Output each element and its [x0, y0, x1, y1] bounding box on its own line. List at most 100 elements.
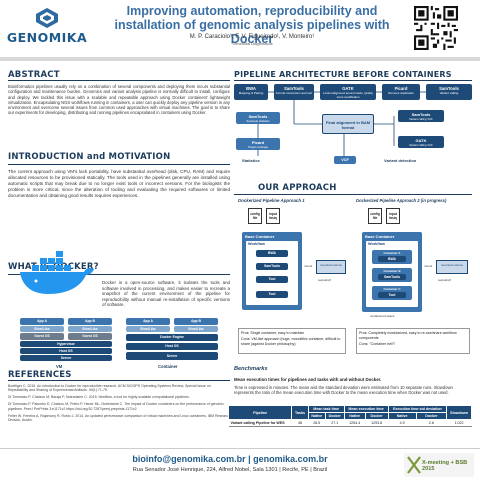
- a2-workflow-box: Workflow Container A BWA Container B Sam…: [366, 241, 418, 307]
- ct-app-a: App A: [126, 318, 170, 325]
- arch-step-desc: Variant calling VCF: [409, 116, 433, 121]
- vm-label: VM: [56, 364, 63, 369]
- a2-container-c-label: Container C: [383, 286, 401, 291]
- a2-workflow-label: Workflow: [368, 242, 386, 246]
- a2-pros: Pros: Completely modularized, easy to re…: [359, 331, 457, 340]
- intro-heading: INTRODUCTION and MOTIVATION: [8, 152, 171, 162]
- a1-mounted-volume: mounted volume: [316, 260, 346, 274]
- footer-address: Rua Senador José Henrique, 224, Alfred N…: [132, 467, 328, 473]
- ct-server: Server: [126, 352, 218, 360]
- arch-step-desc: Local realignment around indels, Quality…: [323, 91, 373, 99]
- arch-detection-label: Variant detection: [384, 158, 417, 163]
- poster-header: GENOMIKA Improving automation, reproduci…: [0, 0, 480, 56]
- vm-diagram: App A App B Bins/Libs Bins/Libs Guest OS…: [16, 318, 116, 362]
- ct-docker-engine: Docker Engine: [126, 334, 218, 341]
- poster-footer: bioinfo@genomika.com.br | genomika.com.b…: [0, 448, 480, 480]
- arch-step-desc: Variant calling VCF: [409, 142, 433, 147]
- subcol-docker: Docker: [415, 412, 448, 420]
- arch-side-samtools: SamTools Samtools statistics: [236, 112, 280, 124]
- col-mean-task-time: Mean task time: [307, 405, 345, 413]
- benchmark-table: Pipeline Tasks Mean task time Mean execu…: [227, 405, 472, 428]
- benchmarks-subtitle: Mean execution times for pipelines and t…: [234, 377, 382, 382]
- col-exec-std: Execution time std deviation: [387, 405, 448, 413]
- subcol-docker: Docker: [324, 412, 345, 420]
- a1-output-vcf: output/vcf: [318, 278, 332, 282]
- table-row: Variant calling Pipeline for WES 48 26.5…: [228, 419, 472, 428]
- abstract-heading: ABSTRACT: [8, 70, 60, 80]
- cell-value: 1254.4: [344, 419, 366, 428]
- a1-workflow-label: Workflow: [248, 242, 266, 246]
- subcol-native: Native: [387, 412, 417, 420]
- a2-bwa: BWA: [378, 256, 406, 262]
- reference-item: Di Tommaso P, Chatzou M, Baraja P, Notre…: [8, 395, 190, 400]
- arch-final-bam: Final alignment in BAM format: [322, 114, 374, 134]
- intro-text: The current approach using VM's lack por…: [8, 169, 230, 198]
- a2-container-b-label: Container B: [383, 268, 401, 273]
- a2-containered-space: containered space: [370, 314, 395, 318]
- architecture-heading: PIPELINE ARCHITECTURE BEFORE CONTAINERS: [234, 70, 452, 79]
- ct-app-b: App B: [174, 318, 218, 325]
- a1-base-label: Base Container: [245, 233, 275, 239]
- a1-base-container: Base Container Workflow BWA SamTools Too…: [242, 232, 302, 310]
- col-tasks: Tasks: [291, 405, 309, 420]
- references-list: Boettiger C. 2015. An introduction to Do…: [8, 384, 230, 422]
- arch-step-name: Picard: [251, 139, 265, 145]
- arch-step-desc: Target coverage: [247, 144, 269, 149]
- qr-code-icon[interactable]: [414, 6, 458, 50]
- arch-step-desc: Mapping & Pairing: [238, 91, 264, 95]
- cell-slowdown: 1.022: [446, 419, 472, 428]
- a2-mount-label: mount: [424, 264, 433, 268]
- arch-step-name: GATK: [415, 137, 427, 143]
- col-mean-exec-time: Mean execution time: [343, 405, 389, 413]
- benchmarks-heading: Benchmarks: [234, 366, 268, 372]
- vm-bins-b: Bins/Libs: [68, 326, 112, 332]
- a1-config-file: config file: [248, 208, 262, 224]
- approach-rule: [234, 194, 472, 195]
- cell-value: 26.5: [308, 419, 326, 428]
- subcol-docker: Docker: [364, 412, 389, 420]
- docker-rule: [8, 274, 230, 275]
- a1-pros: Pros: Single container, easy to maintain: [241, 331, 305, 335]
- col-slowdown: Slowdown: [446, 405, 472, 420]
- cell-value: 27.1: [325, 419, 345, 428]
- a1-tool-2: Tool: [256, 291, 288, 298]
- approach1-proscons: Pros: Single container, easy to maintain…: [238, 328, 346, 354]
- ct-host-os: Host OS: [126, 343, 218, 350]
- col-pipeline: Pipeline: [227, 405, 293, 420]
- vm-app-a: App A: [20, 318, 64, 325]
- subcol-native: Native: [307, 412, 326, 420]
- arch-step-desc: Variant calling: [439, 91, 459, 95]
- approach1-diagram: config file input fastq Base Container W…: [238, 206, 348, 324]
- a1-mount-label: mount: [304, 264, 313, 268]
- docker-text: Docker is a open-source software, it iso…: [102, 280, 230, 308]
- arch-samtools-vcf: SamTools Variant calling VCF: [398, 110, 444, 122]
- ct-bins-a: Bins/Libs: [126, 326, 170, 332]
- vm-guest-os-b: Guest OS: [68, 333, 112, 340]
- benchmarks-text: Time is expressed in minutes. The mean a…: [234, 385, 453, 396]
- footer-contact[interactable]: bioinfo@genomika.com.br | genomika.com.b…: [132, 454, 328, 464]
- conference-name: X-meeting + BSB 2015: [422, 460, 468, 472]
- arch-step-bwa: BWA Mapping & Pairing: [234, 84, 268, 100]
- ct-bins-b: Bins/Libs: [174, 326, 218, 332]
- a1-samtools: SamTools: [256, 263, 288, 270]
- genomika-logo: GENOMIKA: [6, 8, 88, 50]
- container-label: Container: [158, 364, 178, 369]
- approach2-proscons: Pros: Completely modularized, easy to re…: [356, 328, 470, 354]
- arch-step-name: SamTools: [411, 111, 431, 117]
- poster-title: Improving automation, reproducibility an…: [114, 4, 390, 46]
- arch-vcf-box: VCF: [334, 156, 356, 164]
- arch-step-desc: Remove duplicates: [388, 91, 414, 95]
- logo-mark-icon: [36, 8, 58, 28]
- a2-samtools: SamTools: [378, 274, 406, 280]
- vm-hypervisor: Hypervisor: [20, 341, 112, 347]
- cell-pipeline: Variant calling Pipeline for WES: [228, 419, 292, 428]
- reference-item: Boettiger C. 2015. An introduction to Do…: [8, 384, 211, 393]
- a2-container-c: Container C Tool: [372, 286, 412, 300]
- a2-config-file: config file: [368, 208, 382, 224]
- intro-rule: [8, 164, 230, 165]
- arch-gatk-vcf: GATK Variant calling VCF: [398, 136, 444, 148]
- header-band: [0, 57, 480, 61]
- arch-step-name: Picard: [394, 86, 408, 91]
- affiliation: ¹Genomika Diagnósticos: [231, 42, 273, 46]
- arch-step-desc: Samtools statistics: [246, 118, 270, 123]
